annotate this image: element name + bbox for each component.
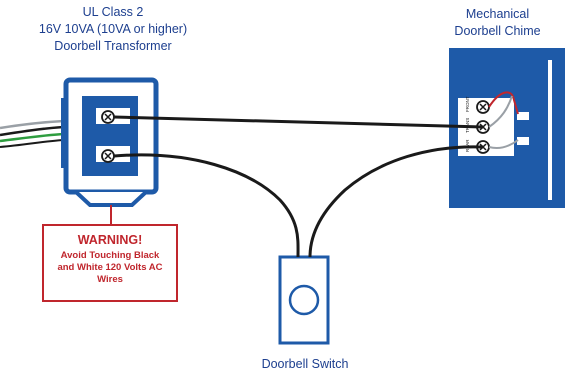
warning-box: WARNING! Avoid Touching Black and White … (42, 224, 178, 302)
chime-terminal-labels: FRONT TRANS REAR (465, 96, 470, 152)
supply-wires (0, 119, 65, 148)
transformer-label-line3: Doorbell Transformer (54, 39, 172, 53)
wire-chime-front-to-switch (308, 145, 484, 258)
transformer-label-line1: UL Class 2 (82, 5, 144, 19)
chime-internal-wires (488, 91, 519, 150)
chime-label-line1: Mechanical (465, 7, 530, 21)
transformer-label: UL Class 2 16V 10VA (10VA or higher) Doo… (0, 4, 226, 55)
chime-label-line2: Doorbell Chime (454, 24, 541, 38)
chime-screw-front (476, 100, 490, 114)
warning-line1: Avoid Touching Black (60, 250, 160, 261)
transformer-screw-bottom (101, 149, 115, 163)
warning-line3: Wires (97, 274, 123, 285)
chime-terminal-rear: REAR (465, 139, 470, 152)
warning-line2: and White 120 Volts AC (57, 262, 163, 273)
transformer (61, 77, 159, 207)
doorbell-switch (278, 255, 330, 345)
warning-body: Avoid Touching Black and White 120 Volts… (44, 250, 176, 286)
chime-label: Mechanical Doorbell Chime (430, 6, 565, 40)
wire-transformer-to-switch (113, 153, 300, 258)
chime-terminal-front: FRONT (465, 96, 470, 112)
switch-label: Doorbell Switch (261, 357, 349, 371)
warning-title: WARNING! (77, 233, 143, 247)
switch-button (288, 284, 320, 316)
transformer-label-line2: 16V 10VA (10VA or higher) (38, 22, 188, 36)
transformer-screw-top (101, 110, 115, 124)
wire-transformer-to-chime-trans (113, 115, 484, 129)
